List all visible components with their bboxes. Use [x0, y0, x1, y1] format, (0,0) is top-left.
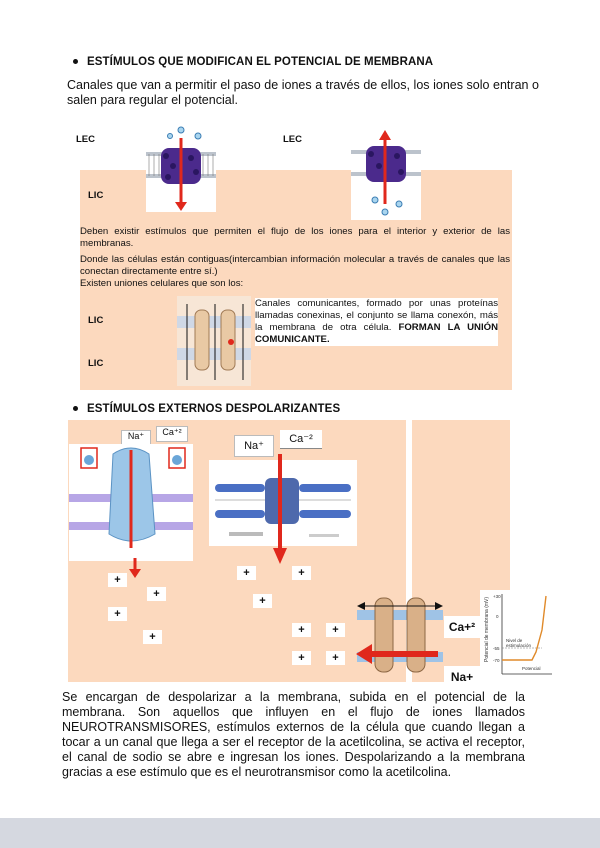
section1-heading: ESTÍMULOS QUE MODIFICAN EL POTENCIAL DE … [73, 56, 433, 68]
graph-tick: 0 [496, 614, 499, 619]
footer-band [0, 818, 600, 848]
section1-body1: Deben existir estímulos que permiten el … [80, 226, 510, 249]
graph-ylabel: Potencial de membrana (mV) [484, 597, 490, 662]
ion-label-ca-right: Ca+² [444, 616, 480, 638]
section1-body3: Existen uniones celulares que son los: [80, 278, 244, 289]
plus-sign: + [292, 623, 311, 637]
ion-label-ca: Ca⁺² [156, 426, 188, 442]
plus-sign: + [292, 651, 311, 665]
graph-annot1: Nivel de [506, 638, 523, 643]
gap-junction-text: Canales comunicantes, formado por unas p… [255, 298, 498, 346]
ion-channel-inward-image [146, 122, 216, 212]
ion-label-na-big: Na⁺ [234, 435, 274, 457]
lic-label-2: LIC [88, 315, 104, 326]
red-arrow-down-1 [128, 558, 142, 578]
ion-label-ca-big: Ca⁻² [280, 430, 322, 449]
plus-sign: + [253, 594, 272, 608]
lec-label-right: LEC [283, 134, 302, 145]
section1-body2: Donde las células están contiguas(interc… [80, 254, 510, 277]
graph-annot2: estimulación [506, 643, 532, 648]
plus-sign: + [143, 630, 162, 644]
plus-sign: + [108, 573, 127, 587]
plus-sign: + [326, 651, 345, 665]
bullet-icon [73, 59, 78, 65]
graph-tick: -55 [493, 646, 500, 651]
section2-heading: ESTÍMULOS EXTERNOS DESPOLARIZANTES [73, 403, 340, 415]
lic-label-3: LIC [88, 358, 104, 369]
acetylcholine-receptor-image [69, 444, 193, 561]
graph-tick: +30 [493, 594, 501, 599]
graph-tick: -70 [493, 658, 500, 663]
ion-label-na-right: Na+ [444, 666, 480, 688]
bullet-icon [73, 406, 78, 412]
potential-graph: Potencial de membrana (mV) +30 0 -55 -70… [480, 590, 555, 682]
plus-sign: + [326, 623, 345, 637]
plus-sign: + [108, 607, 127, 621]
graph-xlabel: Potencial [522, 666, 541, 671]
lic-label-1: LIC [88, 190, 104, 201]
ion-channel-outward-image [351, 128, 421, 220]
gap-junction-emphasis: FORMAN LA UNIÓN COMUNICANTE. [255, 322, 498, 345]
red-arrow-down-2 [272, 454, 288, 564]
plus-sign: + [292, 566, 311, 580]
cation-channel-image [357, 590, 443, 680]
gap-junction-image [177, 296, 251, 386]
red-arrow-left [356, 644, 438, 664]
plus-sign: + [147, 587, 166, 601]
section1-intro: Canales que van a permitir el paso de io… [67, 78, 539, 107]
plus-sign: + [237, 566, 256, 580]
lec-label-left: LEC [76, 134, 95, 145]
section2-body: Se encargan de despolarizar a la membran… [62, 690, 525, 779]
